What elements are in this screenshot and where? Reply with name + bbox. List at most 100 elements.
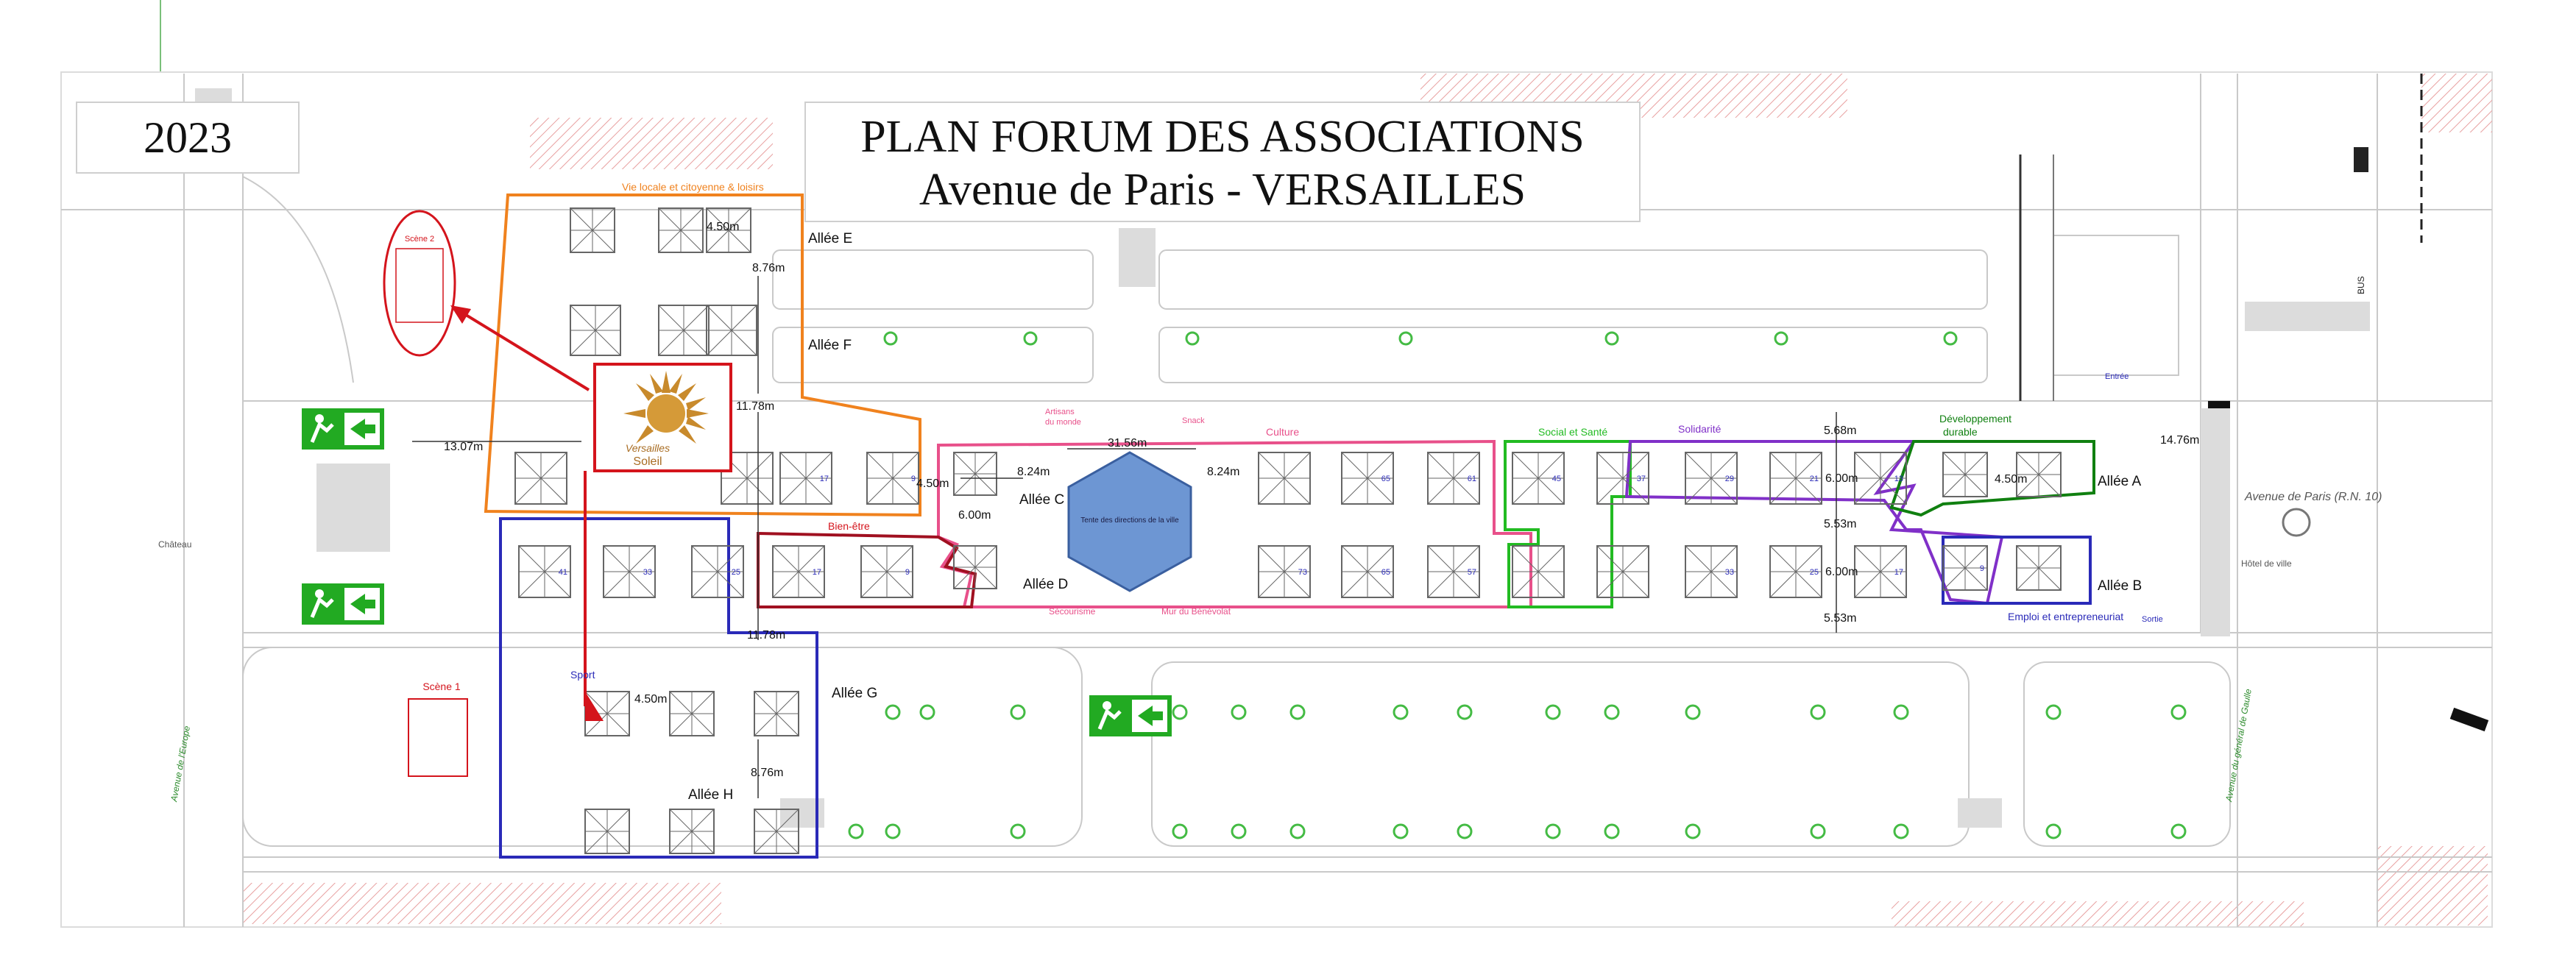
stand-tent <box>514 452 567 505</box>
exit-sign-left-bottom <box>302 583 384 625</box>
scene1-box <box>408 698 468 777</box>
zone-label-artisans-2: du monde <box>1045 418 1081 427</box>
versailles-soleil-logo: Versailles Soleil <box>593 363 732 472</box>
stand-tent <box>658 207 704 253</box>
stand-tent <box>721 452 774 505</box>
street-label-avenue-paris: Avenue de Paris (R.N. 10) <box>2244 491 2382 503</box>
zone-bien-etre-outline <box>757 531 977 608</box>
stand-tent: 73 <box>1258 545 1311 598</box>
title-line2: Avenue de Paris - VERSAILLES <box>919 165 1526 215</box>
stand-number: 21 <box>1810 475 1819 483</box>
dimension-label: 8.24m <box>1207 466 1239 478</box>
alley-label-a: Allée A <box>2098 474 2141 489</box>
stand-tent <box>754 691 799 736</box>
stand-tent <box>669 691 715 736</box>
zone-sport-outline <box>499 517 818 859</box>
stand-number: 57 <box>1468 568 1476 577</box>
scene2-ellipse <box>383 210 456 357</box>
dimension-label: 11.78m <box>736 400 774 413</box>
stand-number: 61 <box>1468 475 1476 483</box>
dimension-label: 11.78m <box>747 629 785 642</box>
alley-label-f: Allée F <box>808 338 852 353</box>
zone-label-sortie: Sortie <box>2142 615 2163 624</box>
stand-number: 17 <box>1894 568 1903 577</box>
dimension-label: 4.50m <box>1995 473 2027 486</box>
stand-number: 25 <box>1810 568 1819 577</box>
stand-tent: 57 <box>1427 545 1480 598</box>
stand-tent <box>570 207 615 253</box>
stand-tent: 17 <box>772 545 825 598</box>
stand-tent: 29 <box>1685 452 1738 505</box>
stand-number: 9 <box>1980 564 1984 573</box>
roundabout <box>2282 508 2311 537</box>
logo-text-line2: Soleil <box>633 455 662 468</box>
stand-tent: 65 <box>1341 545 1394 598</box>
zone-vie-locale-outline <box>484 193 921 517</box>
building-hatch-bottom-left <box>243 883 721 924</box>
dimension-label: 31.56m <box>1108 437 1147 450</box>
stand-tent: 33 <box>1685 545 1738 598</box>
exit-sign-center <box>1089 695 1172 736</box>
stand-number: 41 <box>559 568 567 577</box>
stand-number: 9 <box>911 475 916 483</box>
logo-text-line1: Versailles <box>626 442 670 454</box>
zone-label-artisans-1: Artisans <box>1045 408 1075 416</box>
zone-developpement-outline <box>1889 440 2095 517</box>
stand-number: 17 <box>813 568 821 577</box>
central-tent-hexagon <box>1067 451 1192 592</box>
title-line1: PLAN FORUM DES ASSOCIATIONS <box>860 112 1585 162</box>
stand-tent: 21 <box>1769 452 1822 505</box>
stand-tent <box>1258 452 1311 505</box>
stand-tent: 25 <box>691 545 744 598</box>
stand-tent: 61 <box>1427 452 1480 505</box>
zone-label-entree: Entrée <box>2105 372 2129 381</box>
zone-label-vie-locale: Vie locale et citoyenne & loisirs <box>622 181 764 193</box>
dimension-label: 8.24m <box>1017 466 1050 478</box>
stand-tent: 9 <box>866 452 919 505</box>
stand-number: 37 <box>1637 475 1646 483</box>
year-box: 2023 <box>76 102 300 174</box>
zone-label-developpement-2: durable <box>1943 426 1978 438</box>
zone-label-snack: Snack <box>1182 416 1205 425</box>
dimension-label: 5.53m <box>1824 612 1856 625</box>
stand-number: 25 <box>732 568 740 577</box>
title-box: PLAN FORUM DES ASSOCIATIONS Avenue de Pa… <box>804 102 1641 222</box>
stand-tent <box>584 809 630 854</box>
dimension-label: 4.50m <box>707 221 739 233</box>
alley-label-h: Allée H <box>688 787 733 803</box>
bus-marker <box>2354 147 2368 172</box>
scene1-label: Scène 1 <box>422 681 461 692</box>
zone-label-bien-etre: Bien-être <box>828 520 870 532</box>
street-label-hotel-ville: Hôtel de ville <box>2241 558 2292 569</box>
sport-pointer-flag <box>585 692 604 721</box>
street-label-bus: BUS <box>2356 276 2366 294</box>
stand-number: 33 <box>643 568 652 577</box>
alley-label-c: Allée C <box>1019 492 1064 508</box>
stand-tent: 41 <box>518 545 571 598</box>
exit-sign-left-top <box>302 408 384 450</box>
stand-tent: 17 <box>1854 545 1907 598</box>
zone-label-emploi: Emploi et entrepreneuriat <box>2008 611 2123 622</box>
dimension-label: 4.50m <box>916 477 949 490</box>
stand-tent <box>1596 545 1649 598</box>
alley-label-e: Allée E <box>808 231 852 246</box>
street-label-chateau: Château <box>158 539 191 550</box>
tree-row <box>848 331 2187 839</box>
stand-number: 45 <box>1552 475 1561 483</box>
stand-number: 29 <box>1725 475 1734 483</box>
zone-label-social: Social et Santé <box>1538 426 1607 438</box>
stand-tent: 17 <box>779 452 832 505</box>
building-hatch-top-right <box>2421 74 2492 132</box>
stand-tent <box>953 545 997 589</box>
stand-tent <box>953 452 997 496</box>
stand-number: 17 <box>820 475 829 483</box>
dimension-label: 8.76m <box>751 767 783 779</box>
stand-tent <box>658 305 710 356</box>
stand-tent: 45 <box>1512 452 1565 505</box>
dimension-label: 4.50m <box>634 693 667 706</box>
scene2-label: Scène 2 <box>405 235 434 244</box>
zone-label-culture: Culture <box>1266 426 1299 438</box>
stand-tent: 25 <box>1769 545 1822 598</box>
stand-tent <box>2016 452 2062 497</box>
dimension-label: 6.00m <box>958 509 991 522</box>
